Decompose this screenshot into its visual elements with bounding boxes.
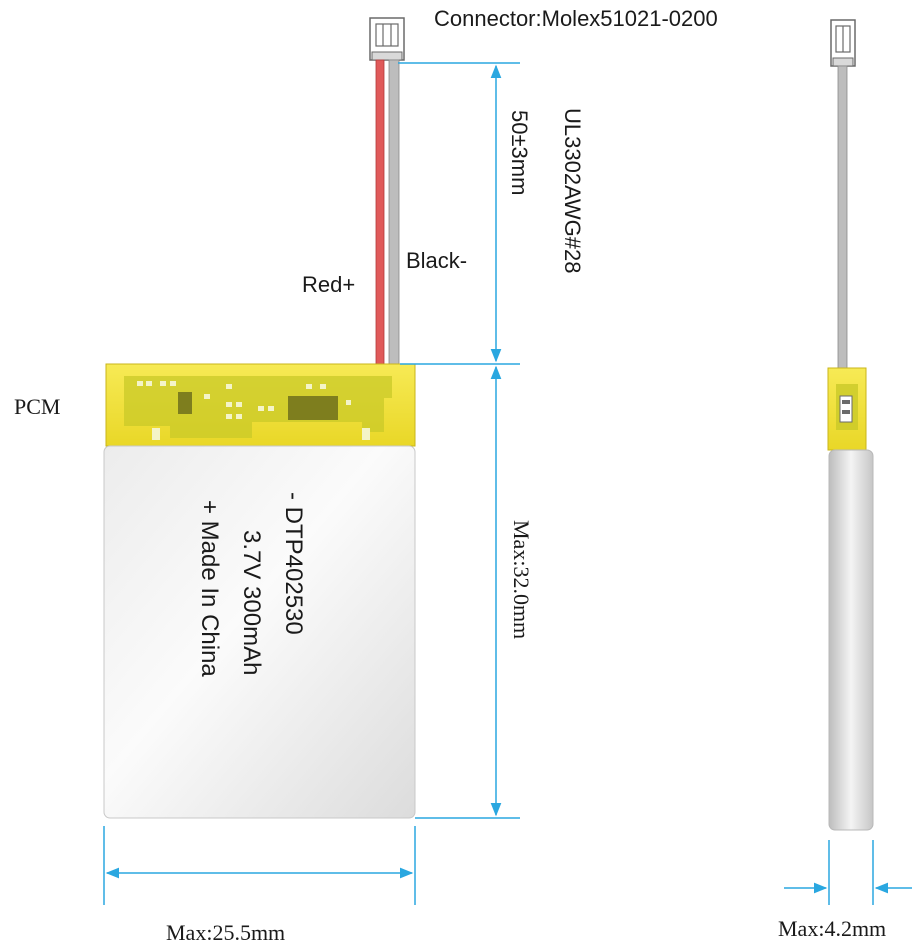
max-length-label: Max:32.0mm xyxy=(509,520,534,639)
battery-label-line2: 3.7V 300mAh xyxy=(238,530,265,675)
side-pcm xyxy=(827,367,867,451)
side-wire xyxy=(837,65,848,369)
battery-label: - DTP402530 3.7V 300mAh + Made In China xyxy=(196,492,307,677)
red-wire xyxy=(375,59,385,367)
black-wire xyxy=(388,59,400,367)
connector-label: Connector:Molex51021-0200 xyxy=(434,6,718,31)
max-thickness-label: Max:4.2mm xyxy=(778,916,886,941)
pcm-board xyxy=(105,363,416,447)
black-wire-label: Black- xyxy=(406,248,467,273)
lead-length-label: 50±3mm xyxy=(507,110,532,195)
battery-label-line1: - DTP402530 xyxy=(280,492,307,635)
connector-side xyxy=(830,19,856,67)
pcm-label: PCM xyxy=(14,394,60,419)
cell-body xyxy=(103,445,416,819)
max-width-label: Max:25.5mm xyxy=(166,920,285,945)
connector-front xyxy=(369,17,405,61)
wire-spec-label: UL3302AWG#28 xyxy=(560,108,585,274)
side-cell xyxy=(828,449,874,831)
battery-label-line3: + Made In China xyxy=(196,500,223,677)
dimension-lines xyxy=(103,62,912,905)
red-wire-label: Red+ xyxy=(302,272,355,297)
